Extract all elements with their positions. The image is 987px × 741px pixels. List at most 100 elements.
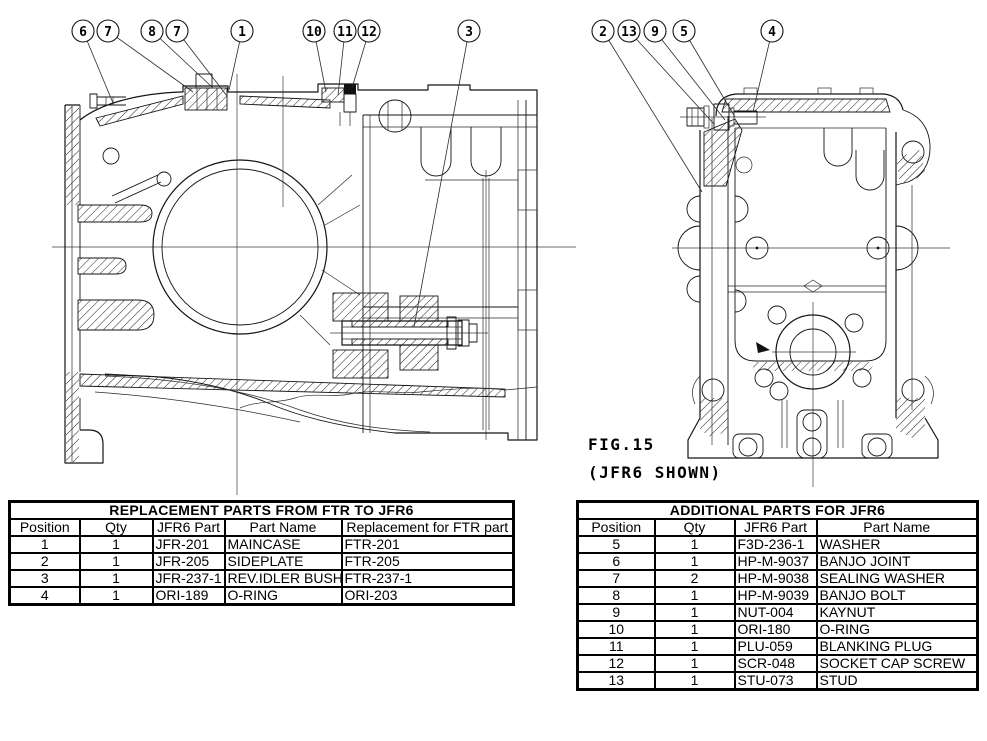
bolt-hole [767,305,787,325]
cell-part-name: SIDEPLATE [223,552,343,571]
replacement-parts-table: REPLACEMENT PARTS FROM FTR TO JFR6 Posit… [8,500,516,606]
flange-outline [64,104,104,464]
inner-cup-1 [823,128,853,167]
sealing-washer-1 [703,105,710,129]
inner-chamber [728,127,890,371]
table-row: 3 1 JFR-237-1 REV.IDLER BUSH FTR-237-1 [8,569,515,588]
cell-replacement: FTR-237-1 [340,569,515,588]
selector-rod [102,147,172,204]
svg-text:3: 3 [465,25,473,40]
cell-part-name: BANJO BOLT [815,586,979,605]
table-row: 7 2 HP-M-9038 SEALING WASHER [576,569,979,588]
table-row: 5 1 F3D-236-1 WASHER [576,535,979,554]
stud-nut-cluster [184,73,228,111]
table-row: 12 1 SCR-048 SOCKET CAP SCREW [576,654,979,673]
cell-replacement: FTR-205 [340,552,515,571]
svg-text:7: 7 [173,25,181,40]
bottom-inner-curve [104,375,431,433]
additional-parts-table: ADDITIONAL PARTS FOR JFR6 Position Qty J… [576,500,979,691]
bolt-hole [769,381,789,401]
cell-position: 13 [576,671,656,691]
left-boss-1 [686,195,701,223]
left-boss-center [677,225,701,271]
cell-jfr6-part: F3D-236-1 [733,535,818,554]
break-line [239,386,538,409]
cell-jfr6-part: NUT-004 [733,603,818,622]
col-header-qty: Qty [653,518,736,537]
callout-balloon-6: 6 [71,19,95,43]
svg-text:12: 12 [361,25,377,40]
callout-balloon-10: 10 [302,19,326,43]
svg-text:9: 9 [651,25,659,40]
cell-qty: 1 [78,586,154,606]
svg-text:11: 11 [337,25,353,40]
cell-part-name: BLANKING PLUG [815,637,979,656]
stud-pointer [756,342,770,353]
callout-balloon-1: 1 [230,19,254,43]
cell-part-name: BANJO JOINT [815,552,979,571]
cell-position: 3 [8,569,81,588]
cell-jfr6-part: JFR-201 [151,535,226,554]
cell-part-name: KAYNUT [815,603,979,622]
svg-text:8: 8 [148,25,156,40]
svg-text:5: 5 [680,25,688,40]
flange-tab-2 [77,257,127,275]
mid-boss-left [745,236,769,260]
callout-balloon-2: 2 [591,19,615,43]
callout-balloon-13: 13 [617,19,641,43]
right-view-sideplate [672,87,950,487]
cell-qty: 1 [78,535,154,554]
col-header-replacement: Replacement for FTR part [340,518,515,537]
cell-jfr6-part: JFR-237-1 [151,569,226,588]
cell-replacement: FTR-201 [340,535,515,554]
flange-hatch-right [896,398,925,438]
callout-balloon-7a: 7 [96,19,120,43]
foot-hole [867,437,887,457]
inner-boss-1 [734,195,749,223]
svg-text:6: 6 [79,25,87,40]
web-ribs [299,174,361,346]
col-header-position: Position [576,518,656,537]
inner-cup-2 [855,150,885,191]
cell-position: 10 [576,620,656,639]
cell-jfr6-part: ORI-180 [733,620,818,639]
cell-qty: 1 [653,654,736,673]
cell-part-name: WASHER [815,535,979,554]
table-header-row: Position Qty JFR6 Part Part Name Replace… [8,518,515,537]
cell-position: 8 [576,586,656,605]
replacement-table-title: REPLACEMENT PARTS FROM FTR TO JFR6 [8,500,515,520]
reverse-idler-assembly [332,292,478,379]
cell-jfr6-part: STU-073 [733,671,818,691]
cell-qty: 1 [653,620,736,639]
cell-part-name: O-RING [223,586,343,606]
table-row: 10 1 ORI-180 O-RING [576,620,979,639]
sideplate-right-band [895,132,919,418]
cell-jfr6-part: SCR-048 [733,654,818,673]
cell-jfr6-part: PLU-059 [733,637,818,656]
cell-part-name: O-RING [815,620,979,639]
top-flange-hatch-mid [239,95,331,109]
top-cap-hatch [721,98,891,113]
foot-hole [802,437,822,457]
cell-replacement: ORI-203 [340,586,515,606]
main-bore-outer [152,159,328,335]
cell-jfr6-part: HP-M-9038 [733,569,818,588]
cell-qty: 1 [653,586,736,605]
left-boss-2 [686,275,701,303]
svg-text:1: 1 [238,25,246,40]
corner-lug-hole-left [701,378,725,402]
foot-hole [802,412,822,432]
sideplate-left-band [677,116,729,445]
cell-position: 9 [576,603,656,622]
cell-qty: 1 [653,671,736,691]
inner-boss-2 [734,289,747,313]
cell-qty: 1 [653,603,736,622]
ear-lug-hatch [896,150,926,184]
idler-bush-bottom [351,338,449,346]
bolt-hole [844,313,864,333]
table-row: 9 1 NUT-004 KAYNUT [576,603,979,622]
cell-jfr6-part: HP-M-9039 [733,586,818,605]
callout-balloon-3: 3 [457,19,481,43]
callouts: 6 7 8 7 1 10 11 12 3 2 13 9 5 4 [71,19,784,328]
